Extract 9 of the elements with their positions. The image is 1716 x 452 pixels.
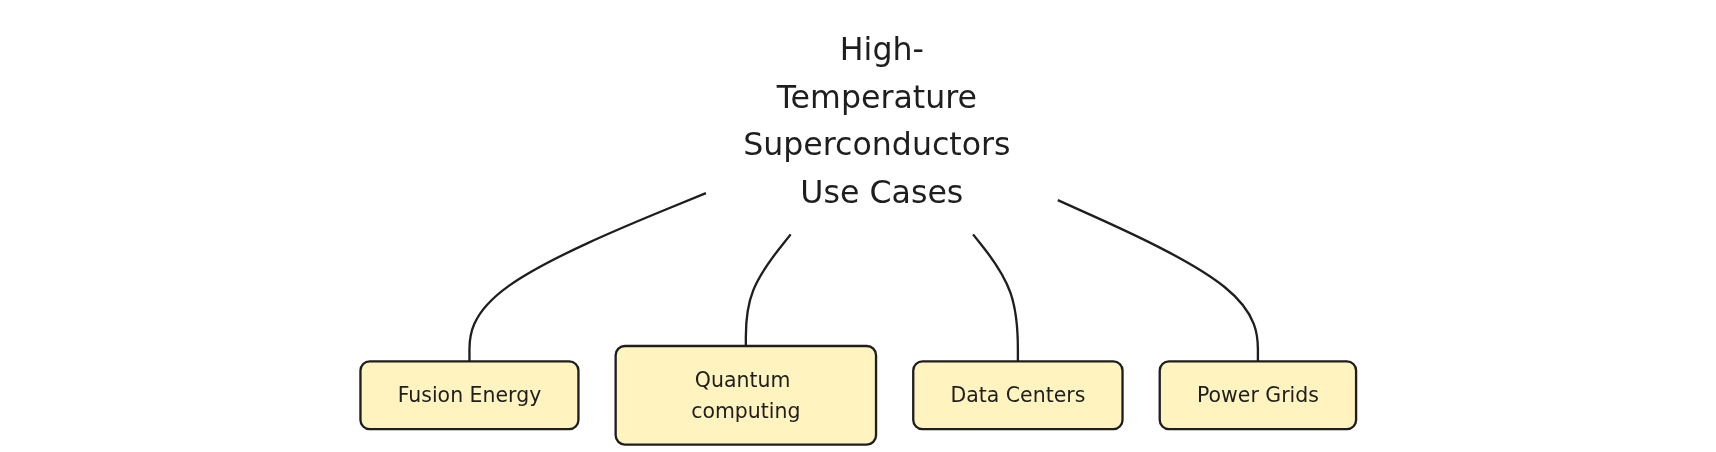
node-box: Quantum computing: [614, 344, 877, 446]
node-box: Fusion Energy: [359, 360, 580, 431]
node-box: Power Grids: [1158, 360, 1357, 431]
node-box: Data Centers: [911, 360, 1124, 431]
connector: [971, 233, 1019, 362]
connector: [468, 192, 707, 362]
connector: [1057, 199, 1259, 362]
node-text: High-Temperature Superconductors Use Cases: [742, 30, 1011, 211]
connector: [744, 233, 792, 346]
